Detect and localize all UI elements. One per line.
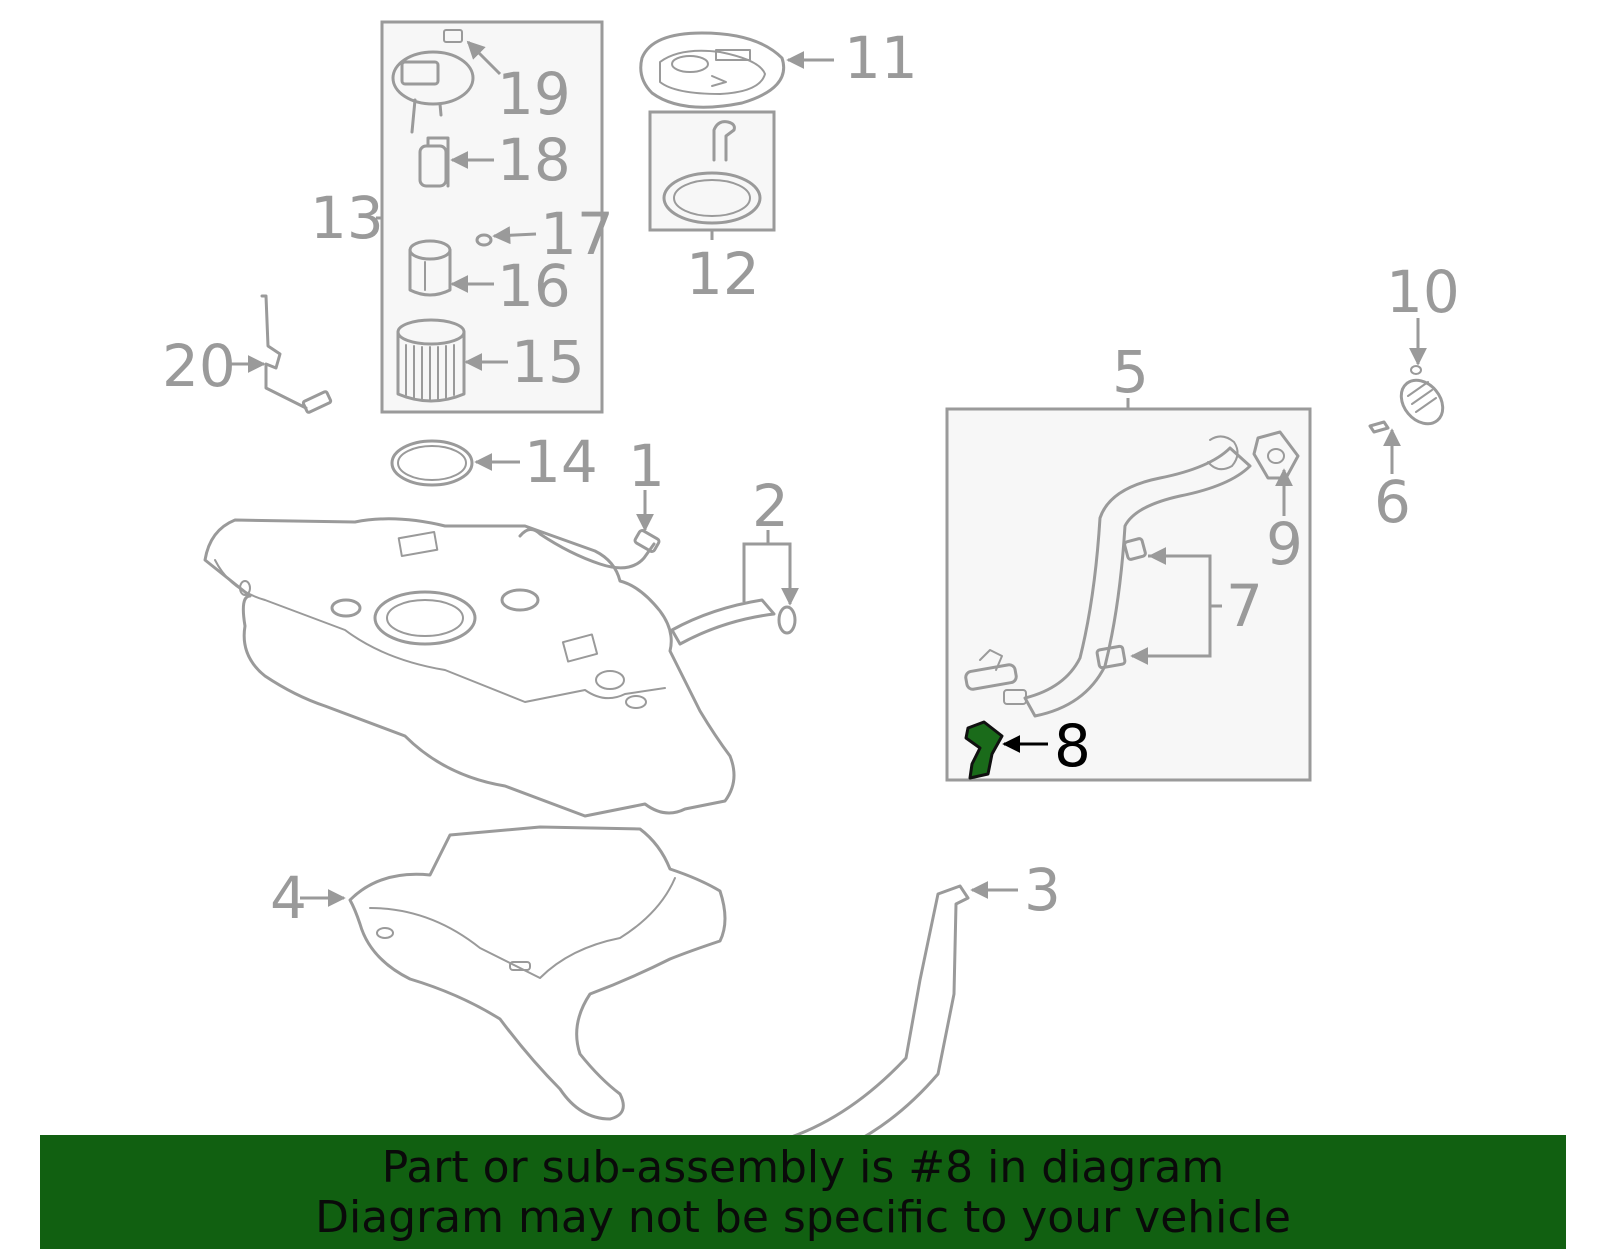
fuel-tank	[203, 517, 736, 818]
part-2-hose-clamp	[670, 598, 797, 646]
callout-11: 11	[844, 24, 918, 92]
group-box-12	[648, 110, 776, 232]
callout-10: 10	[1386, 258, 1460, 326]
leader-2	[742, 542, 799, 606]
part-10-fuel-cap	[1399, 365, 1445, 426]
callout-9: 9	[1266, 510, 1303, 578]
callout-14: 14	[524, 428, 598, 496]
group-box-5	[945, 407, 1312, 782]
part-15-reservoir	[396, 318, 466, 403]
callout-15: 15	[511, 328, 585, 396]
banner-line-2: Diagram may not be specific to your vehi…	[315, 1192, 1291, 1243]
callout-12: 12	[686, 240, 760, 308]
callout-4: 4	[270, 864, 307, 932]
group-box-13	[380, 20, 604, 414]
part-19-pump-flange	[391, 29, 475, 134]
part-11-cover-plate	[639, 31, 785, 109]
callout-7: 7	[1226, 572, 1263, 640]
callout-5: 5	[1112, 338, 1149, 406]
part-6-screw	[1368, 420, 1390, 434]
banner-line-1: Part or sub-assembly is #8 in diagram	[381, 1142, 1225, 1193]
leader-17	[492, 226, 537, 245]
part-3-tank-strap	[754, 884, 970, 1166]
part-17-fitting	[475, 233, 493, 247]
leader-19	[466, 40, 502, 76]
part-12-lock-ring	[662, 120, 762, 225]
callout-17: 17	[540, 200, 614, 268]
callout-8: 8	[1054, 712, 1091, 780]
part-7-clips	[1095, 537, 1147, 670]
callout-20: 20	[162, 332, 236, 400]
callout-6: 6	[1374, 468, 1411, 536]
callout-19: 19	[497, 60, 571, 128]
info-banner: Part or sub-assembly is #8 in diagram Di…	[40, 1135, 1566, 1249]
part-20-level-sender	[260, 294, 333, 414]
callout-3: 3	[1024, 856, 1061, 924]
part-8-bracket-highlighted	[964, 720, 1004, 780]
callout-1: 1	[628, 432, 665, 500]
part-16-filter	[408, 239, 452, 297]
part-14-gasket	[390, 439, 474, 487]
part-4-heat-shield	[348, 825, 727, 1121]
callout-18: 18	[497, 126, 571, 194]
callout-13: 13	[310, 184, 384, 252]
callout-16: 16	[497, 252, 571, 320]
part-5-filler-neck	[964, 435, 1252, 718]
part-18-fuel-pump	[418, 136, 450, 188]
callout-2: 2	[752, 472, 789, 540]
